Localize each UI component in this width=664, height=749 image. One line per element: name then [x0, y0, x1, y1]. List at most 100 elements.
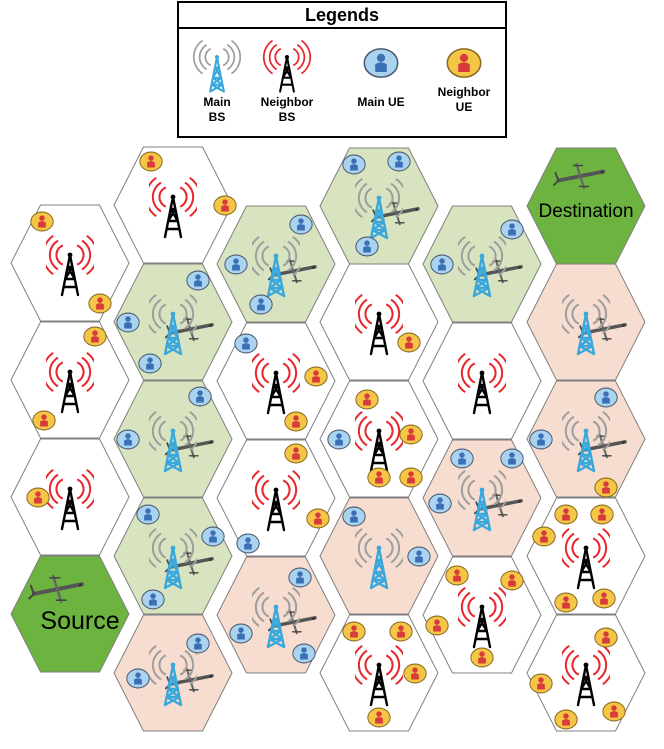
main-ue-icon [126, 668, 150, 689]
neighbor-ue-icon [590, 504, 614, 525]
main-ue-icon [186, 270, 210, 291]
neighbor-ue-icon [592, 588, 616, 609]
legend-title: Legends [179, 3, 505, 29]
neighbor-ue-icon [425, 615, 449, 636]
cell [526, 497, 646, 615]
legend-panel: Legends Main BS Neighbor BS Main UE Neig… [177, 1, 507, 138]
neighbor-ue-icon [342, 621, 366, 642]
main-ue-icon [529, 429, 553, 450]
relay-cell [526, 380, 646, 498]
main-ue-icon [236, 533, 260, 554]
legend-item-neighbor-ue: Neighbor UE [434, 33, 494, 133]
neighbor-ue-icon [403, 663, 427, 684]
legend-label-main-bs: Main BS [203, 95, 231, 124]
cell [10, 438, 130, 556]
neighbor-ue-icon [30, 211, 54, 232]
main-ue-icon [355, 236, 379, 257]
neighbor-ue-icon [389, 621, 413, 642]
neighbor-ue-icon [554, 592, 578, 613]
main-ue-icon [138, 353, 162, 374]
main-ue-icon [201, 526, 225, 547]
main-ue-icon [188, 386, 212, 407]
legend-item-main-ue: Main UE [351, 33, 411, 133]
legend-item-main-bs: Main BS [187, 33, 247, 133]
neighbor-ue-icon [83, 326, 107, 347]
legend-label-main-ue: Main UE [357, 95, 405, 109]
main-ue-icon [430, 254, 454, 275]
main-bs-icon [192, 39, 242, 94]
main-ue-icon [234, 333, 258, 354]
main-ue-icon [288, 567, 312, 588]
neighbor-ue-icon [139, 151, 163, 172]
neighbor-bs-icon [262, 39, 312, 94]
neighbor-ue-icon [397, 332, 421, 353]
cell [216, 439, 336, 557]
neighbor-ue-icon [367, 467, 391, 488]
legend-label-neighbor-bs: Neighbor BS [260, 95, 314, 124]
neighbor-ue-icon [594, 627, 618, 648]
neighbor-ue-icon [554, 709, 578, 730]
main-ue-icon [186, 633, 210, 654]
cell [10, 204, 130, 322]
main-ue-icon [224, 254, 248, 275]
cell [319, 614, 439, 732]
neighbor-ue-icon [367, 707, 391, 728]
relay-cell [216, 556, 336, 674]
main-ue-icon [363, 48, 399, 78]
neighbor-ue-icon [284, 411, 308, 432]
main-ue-icon [594, 387, 618, 408]
main-ue-icon [136, 504, 160, 525]
neighbor-ue-icon [304, 366, 328, 387]
main-ue-icon [289, 214, 313, 235]
main-ue-icon [450, 448, 474, 469]
cell [422, 322, 542, 440]
neighbor-ue-icon [399, 424, 423, 445]
main-path-cell [113, 263, 233, 381]
neighbor-ue-icon [32, 410, 56, 431]
cell [10, 321, 130, 439]
main-path-cell [216, 205, 336, 323]
relay-cell [422, 439, 542, 557]
main-ue-icon [407, 546, 431, 567]
main-path-cell [113, 497, 233, 615]
cell [319, 263, 439, 381]
neighbor-ue-icon [213, 195, 237, 216]
neighbor-ue-icon [594, 477, 618, 498]
main-ue-icon [342, 154, 366, 175]
neighbor-ue-icon [445, 565, 469, 586]
main-ue-icon [327, 429, 351, 450]
main-ue-icon [500, 219, 524, 240]
main-ue-icon [116, 312, 140, 333]
main-ue-icon [116, 429, 140, 450]
cell [526, 614, 646, 732]
neighbor-ue-icon [554, 504, 578, 525]
main-ue-icon [249, 294, 273, 315]
neighbor-ue-icon [470, 647, 494, 668]
neighbor-ue-icon [399, 467, 423, 488]
neighbor-ue-icon [88, 293, 112, 314]
main-ue-icon [292, 643, 316, 664]
destination-label: Destination [538, 201, 633, 222]
main-ue-icon [500, 448, 524, 469]
endpoint-cell [10, 555, 130, 673]
main-ue-icon [141, 589, 165, 610]
neighbor-ue-icon [602, 701, 626, 722]
main-ue-icon [342, 506, 366, 527]
neighbor-ue-icon [532, 526, 556, 547]
relay-cell [319, 497, 439, 615]
main-path-cell [113, 380, 233, 498]
main-ue-icon [428, 493, 452, 514]
neighbor-ue-icon [355, 389, 379, 410]
main-ue-icon [229, 623, 253, 644]
neighbor-ue-icon [529, 673, 553, 694]
legend-label-neighbor-ue: Neighbor UE [437, 85, 491, 114]
neighbor-ue-icon [500, 570, 524, 591]
neighbor-ue-icon [284, 443, 308, 464]
main-path-cell [319, 147, 439, 265]
neighbor-ue-icon [26, 487, 50, 508]
main-ue-icon [387, 151, 411, 172]
legend-item-neighbor-bs: Neighbor BS [257, 33, 317, 133]
neighbor-ue-icon [306, 508, 330, 529]
source-label: Source [40, 607, 119, 635]
